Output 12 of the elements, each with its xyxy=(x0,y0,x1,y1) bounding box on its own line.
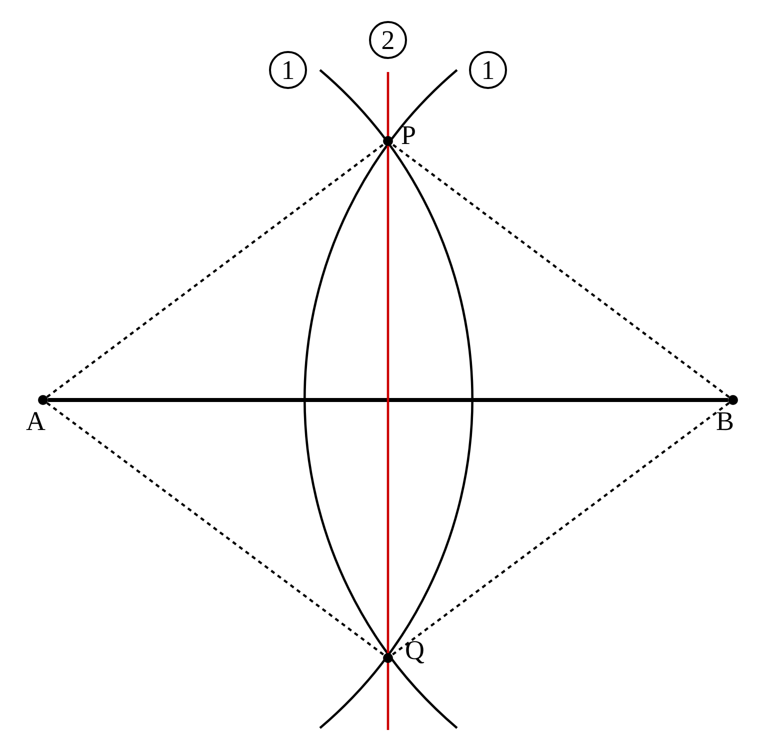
dashed-line xyxy=(46,402,385,656)
callout-number: 1 xyxy=(469,51,507,89)
point-label: Q xyxy=(405,637,424,664)
callout-number: 2 xyxy=(369,21,407,59)
line-segment xyxy=(48,398,728,402)
dashed-line xyxy=(391,402,730,656)
point-label: P xyxy=(401,122,416,149)
point-label: A xyxy=(26,408,46,435)
dashed-line xyxy=(46,143,385,398)
point-label: B xyxy=(716,408,734,435)
callout-number: 1 xyxy=(269,51,307,89)
dashed-line xyxy=(391,143,730,398)
